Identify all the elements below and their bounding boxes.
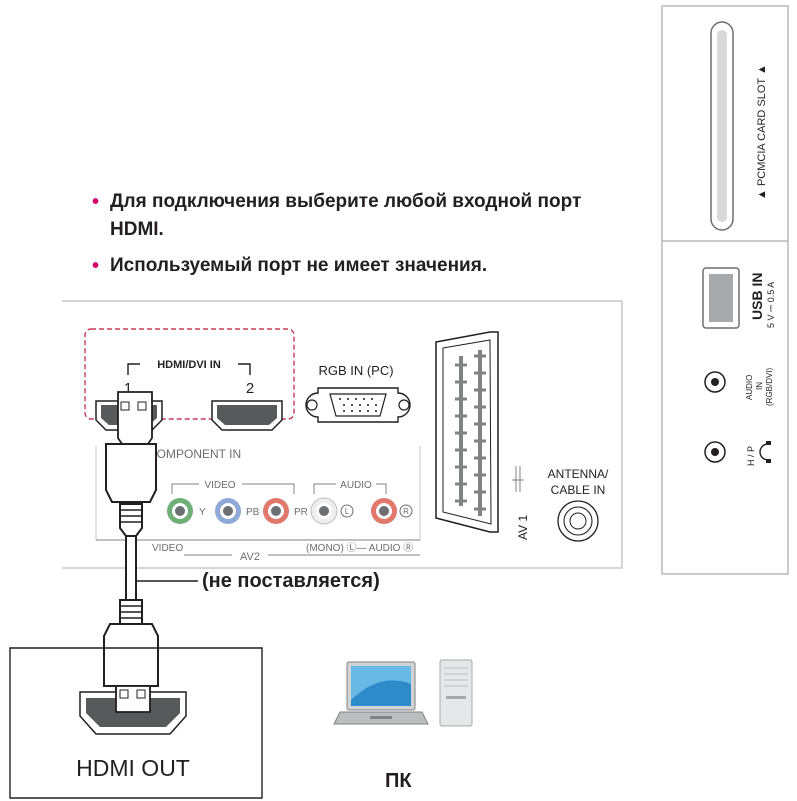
jack-r-label-circle: R xyxy=(399,504,413,518)
component-label: COMPONENT IN xyxy=(148,447,241,461)
cable-caption: (не поставляется) xyxy=(202,570,380,592)
antenna-label: CABLE IN xyxy=(551,483,606,497)
audio-in-label: AUDIO xyxy=(745,375,754,400)
av1-label: AV 1 xyxy=(516,515,530,540)
usb-rating: 5 V ⎓ 0.5 A xyxy=(766,282,776,328)
pcmcia-label: ▲ PCMCIA CARD SLOT ▲ xyxy=(756,64,768,200)
tv-back-panel: HDMI/DVI IN 1 2 RGB IN (PC) xyxy=(62,300,623,569)
audio-group-label: AUDIO xyxy=(340,480,372,491)
bullet-icon: • xyxy=(92,191,100,213)
jack-r-label: R xyxy=(403,507,409,516)
jack-l-label: L xyxy=(345,507,350,516)
hdmi-port-1-number: 1 xyxy=(124,380,132,397)
rgb-port xyxy=(305,387,411,423)
antenna-port xyxy=(557,500,599,542)
side-panel: ▲ PCMCIA CARD SLOT ▲ USB IN 5 V ⎓ 0.5 A … xyxy=(661,5,789,575)
av1-ground-icon xyxy=(512,466,524,492)
bottom-av2-label: AV2 xyxy=(240,551,260,563)
bullet-icon: • xyxy=(92,255,100,277)
rgb-label: RGB IN (PC) xyxy=(318,363,393,378)
hdmi-highlight-box xyxy=(84,328,295,420)
hdmi-port-2-number: 2 xyxy=(246,380,254,397)
antenna-label: ANTENNA/ xyxy=(548,467,609,481)
jack-pb-label: PB xyxy=(246,507,260,518)
video-group-label: VIDEO xyxy=(204,480,235,491)
audio-in-label: (RGB/DVI) xyxy=(765,367,774,406)
hdmi-group-label: HDMI/DVI IN xyxy=(157,359,221,371)
jack-pr-label: PR xyxy=(294,507,308,518)
headphone-icon xyxy=(759,441,771,463)
bottom-video-label: VIDEO xyxy=(152,543,183,554)
jack-l-label-circle: L xyxy=(340,504,354,518)
pc-label: ПК xyxy=(385,770,412,792)
scart-port xyxy=(435,331,499,533)
jack-l xyxy=(310,497,338,525)
instruction-item: • Для подключения выберите любой входной… xyxy=(92,188,612,244)
usb-label: USB IN xyxy=(749,273,765,320)
jack-r xyxy=(371,498,397,524)
source-device: HDMI OUT xyxy=(9,647,263,799)
jack-pr xyxy=(263,498,289,524)
jack-y xyxy=(167,498,193,524)
jack-pb xyxy=(215,498,241,524)
hdmi-out-label: HDMI OUT xyxy=(76,755,190,781)
headphone-label: H / P xyxy=(746,446,756,466)
hdmi-cable xyxy=(103,391,198,713)
pc-icon xyxy=(333,659,473,727)
bottom-mono-audio-label: (MONO) Ⓛ— AUDIO Ⓡ xyxy=(306,542,413,554)
audio-in-label: IN xyxy=(755,382,764,390)
instruction-text: Используемый порт не имеет значения. xyxy=(110,255,488,276)
instruction-list: • Для подключения выберите любой входной… xyxy=(92,188,612,288)
instruction-text: Для подключения выберите любой входной п… xyxy=(110,191,582,240)
instruction-item: • Используемый порт не имеет значения. xyxy=(92,252,612,280)
jack-y-label: Y xyxy=(199,507,206,518)
